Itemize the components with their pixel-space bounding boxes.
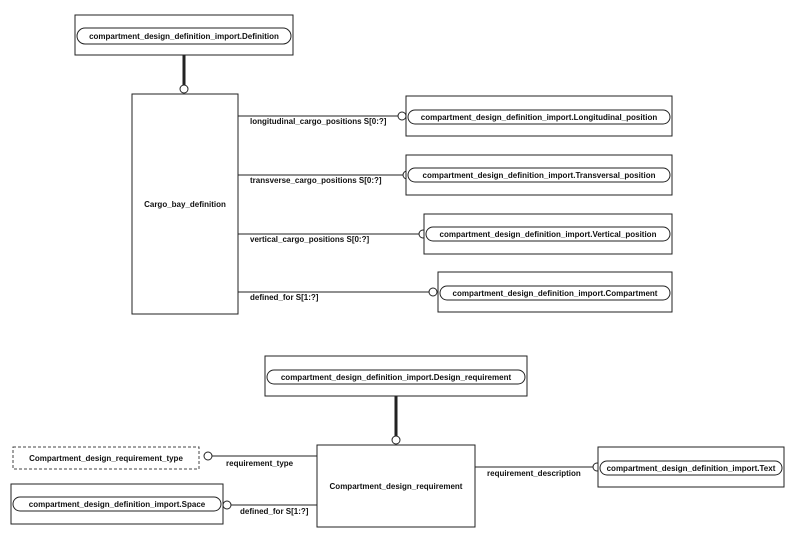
definition-supertype-box[interactable]: compartment_design_definition_import.Def… (74, 14, 294, 56)
relation-circle-requirement-type (203, 451, 213, 461)
relation-label-defined-for: defined_for S[1:?] (250, 293, 319, 302)
compartment-design-requirement-label: Compartment_design_requirement (330, 482, 463, 491)
relation-label-transverse: transverse_cargo_positions S[0:?] (250, 176, 382, 185)
inheritance-circle-compartment-requirement (391, 435, 401, 445)
compartment-design-requirement-entity[interactable]: Compartment_design_requirement (316, 444, 476, 528)
design-requirement-supertype-box[interactable]: compartment_design_definition_import.Des… (264, 355, 528, 397)
relation-label-requirement-description: requirement_description (487, 469, 581, 478)
space-ref-label: compartment_design_definition_import.Spa… (29, 500, 206, 509)
vertical-position-label: compartment_design_definition_import.Ver… (440, 230, 657, 239)
cargo-bay-definition-entity[interactable]: Cargo_bay_definition (131, 93, 239, 315)
requirement-type-entity-label: Compartment_design_requirement_type (29, 454, 183, 463)
longitudinal-position-box[interactable]: compartment_design_definition_import.Lon… (405, 95, 673, 137)
compartment-label: compartment_design_definition_import.Com… (453, 289, 658, 298)
design-requirement-ref-label: compartment_design_definition_import.Des… (281, 373, 512, 382)
compartment-design-requirement-type-box[interactable]: Compartment_design_requirement_type (12, 446, 200, 470)
compartment-box[interactable]: compartment_design_definition_import.Com… (437, 271, 673, 313)
inheritance-circle-cargo-bay (179, 84, 189, 94)
longitudinal-position-label: compartment_design_definition_import.Lon… (421, 113, 658, 122)
relation-circle-longitudinal (397, 111, 407, 121)
relation-circle-space (222, 500, 232, 510)
text-box[interactable]: compartment_design_definition_import.Tex… (597, 446, 785, 488)
vertical-position-box[interactable]: compartment_design_definition_import.Ver… (423, 213, 673, 255)
transversal-position-label: compartment_design_definition_import.Tra… (423, 171, 656, 180)
cargo-bay-definition-label: Cargo_bay_definition (144, 200, 226, 209)
relation-circle-defined-for (428, 287, 438, 297)
relation-label-requirement-type: requirement_type (226, 459, 294, 468)
relation-label-longitudinal: longitudinal_cargo_positions S[0:?] (250, 117, 387, 126)
text-ref-label: compartment_design_definition_import.Tex… (607, 464, 776, 473)
space-box[interactable]: compartment_design_definition_import.Spa… (10, 483, 224, 525)
transversal-position-box[interactable]: compartment_design_definition_import.Tra… (405, 154, 673, 196)
definition-ref-label: compartment_design_definition_import.Def… (89, 32, 279, 41)
relation-label-space: defined_for S[1:?] (240, 507, 309, 516)
relation-label-vertical: vertical_cargo_positions S[0:?] (250, 235, 369, 244)
